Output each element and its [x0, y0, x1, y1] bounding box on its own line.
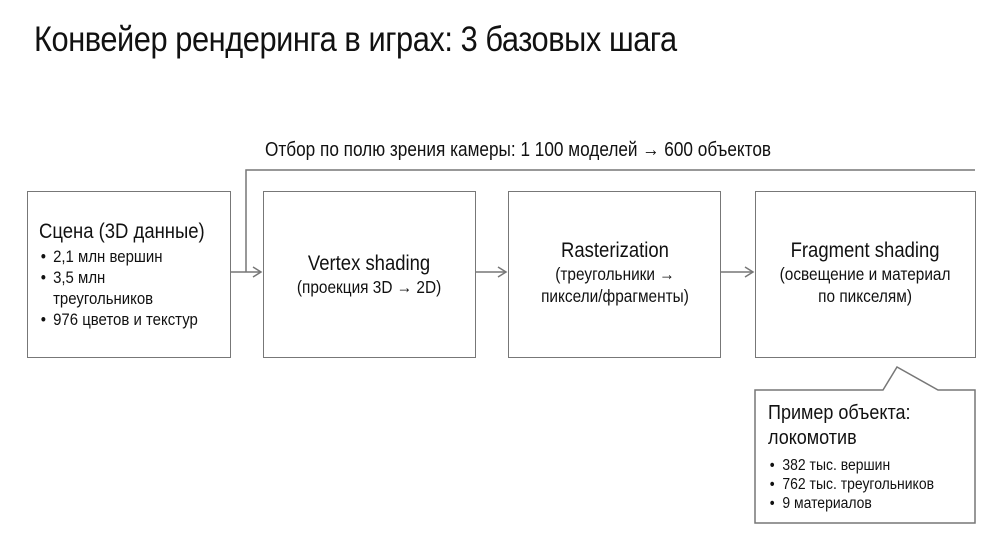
vertex-shading-box: Vertex shading (проекция 3D → 2D)	[263, 191, 476, 358]
step-description: по пикселям)	[818, 286, 913, 306]
step-description: (треугольники →	[554, 264, 675, 284]
fragment-shading-box: Fragment shading (освещение и материал п…	[755, 191, 976, 358]
list-item: 9 материалов	[768, 494, 934, 513]
list-item: 2,1 млн вершин	[39, 246, 205, 267]
arrowhead-icon	[252, 266, 263, 278]
callout-stats-list: 382 тыс. вершин 762 тыс. треугольников 9…	[768, 456, 934, 513]
scene-box: Сцена (3D данные) 2,1 млн вершин 3,5 млн…	[27, 191, 231, 358]
scene-stats-list: 2,1 млн вершин 3,5 млн треугольников 976…	[39, 246, 205, 330]
slide-title: Конвейер рендеринга в играх: 3 базовых ш…	[34, 20, 677, 59]
list-item: 762 тыс. треугольников	[768, 475, 934, 494]
list-item-continuation: треугольников	[53, 289, 154, 308]
step-title: Rasterization	[560, 239, 669, 262]
scene-title: Сцена (3D данные)	[39, 220, 205, 243]
step-title: Vertex shading	[308, 252, 431, 275]
example-object-callout: Пример объекта: локомотив 382 тыс. верши…	[768, 401, 934, 513]
list-item: 382 тыс. вершин	[768, 456, 934, 475]
step-title: Fragment shading	[791, 239, 940, 262]
step-description: (освещение и материал	[780, 264, 951, 284]
list-item: 976 цветов и текстур	[39, 309, 205, 330]
step-description: пиксели/фрагменты)	[540, 286, 689, 306]
step-description: (проекция 3D → 2D)	[297, 277, 442, 297]
list-item: 3,5 млн	[39, 267, 205, 288]
culling-caption: Отбор по полю зрения камеры: 1 100 модел…	[265, 139, 772, 161]
callout-title: Пример объекта:	[768, 402, 911, 424]
rasterization-box: Rasterization (треугольники → пиксели/фр…	[508, 191, 721, 358]
arrowhead-icon	[497, 266, 508, 278]
culling-bracket-line	[245, 169, 975, 272]
arrowhead-icon	[744, 266, 755, 278]
callout-title: локомотив	[768, 427, 857, 449]
